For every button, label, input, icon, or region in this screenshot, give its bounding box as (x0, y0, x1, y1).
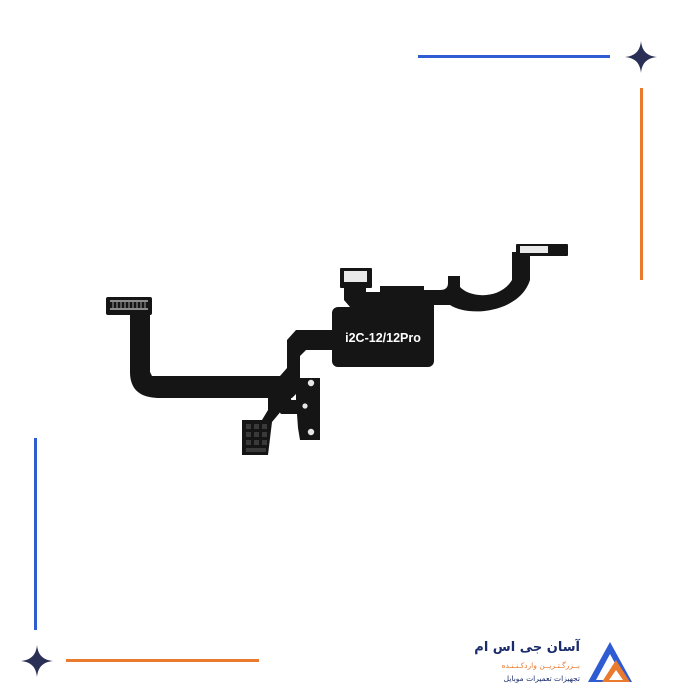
brand-subtitle: تجهیزات تعمیرات موبایل (503, 674, 580, 683)
right-orange-line (640, 88, 643, 280)
triangle-logo-icon (588, 642, 632, 682)
brand-name: آسان جی اس ام (474, 640, 580, 655)
bottom-left-orange-line (66, 659, 259, 662)
sparkle-icon (625, 41, 657, 73)
left-blue-line (34, 438, 37, 630)
brand-tagline: بــزرگـتـریــن وارد‌کـنـنـده (501, 661, 580, 670)
top-right-blue-line (418, 55, 610, 58)
sparkle-icon (21, 645, 53, 677)
flex-model-label: i2C-12/12Pro (345, 331, 421, 345)
brand-block: آسان جی اس ام بــزرگـتـریــن وارد‌کـنـنـ… (474, 640, 696, 690)
